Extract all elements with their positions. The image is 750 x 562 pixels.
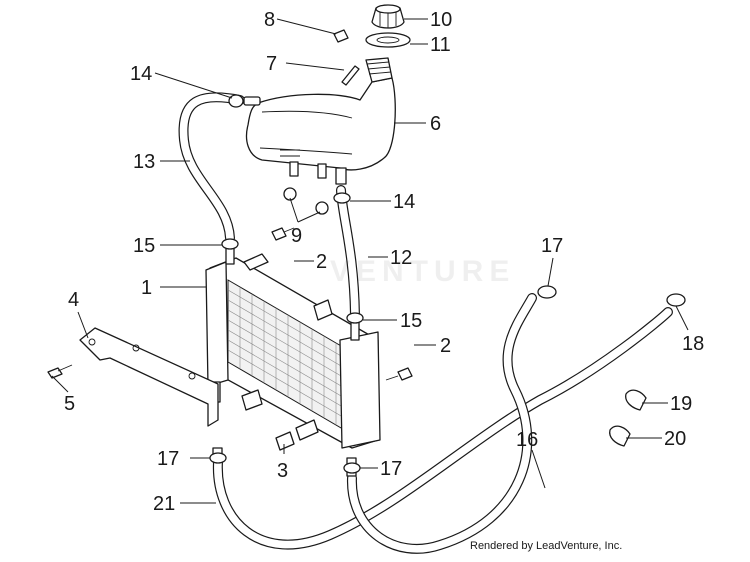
clamp-17b (209, 452, 227, 464)
clamp-15a (221, 238, 239, 250)
clamp-17a (537, 285, 557, 299)
bolt-7 (341, 65, 360, 86)
pad-19 (625, 389, 647, 411)
callout-12: 12 (390, 247, 412, 269)
clamp-9a (283, 187, 297, 201)
credit-text: Rendered by LeadVenture, Inc. (470, 540, 623, 552)
callout-16: 16 (516, 429, 538, 451)
clamp-14b (333, 192, 351, 204)
callout-8: 8 (264, 9, 275, 31)
callout-20: 20 (664, 428, 686, 450)
bolt-2b (397, 367, 413, 381)
clamp-9b (315, 201, 329, 215)
expansion-tank (243, 57, 396, 185)
clamp-18 (666, 293, 686, 307)
callout-14-top: 14 (130, 63, 152, 85)
callout-14-mid: 14 (393, 191, 415, 213)
callout-21: 21 (153, 493, 175, 515)
callout-3: 3 (277, 460, 288, 482)
clamps (209, 94, 686, 474)
callout-13: 13 (133, 151, 155, 173)
cap-assembly (283, 4, 411, 215)
screw-5 (47, 367, 63, 379)
callout-17-bottom: 17 (380, 458, 402, 480)
callout-15-left: 15 (133, 235, 155, 257)
callout-5: 5 (64, 393, 75, 415)
clamp-14a (228, 94, 244, 108)
callout-4: 4 (68, 289, 79, 311)
bolt-2a (271, 227, 287, 241)
callout-2-right: 2 (440, 335, 451, 357)
radiator-core-mesh (227, 287, 349, 425)
callout-15-right: 15 (400, 310, 422, 332)
callout-9: 9 (291, 225, 302, 247)
callout-10: 10 (430, 9, 452, 31)
callout-17-left: 17 (157, 448, 179, 470)
watermark: VENTURE (330, 255, 516, 288)
callout-11: 11 (430, 34, 451, 56)
callout-labels: 10 8 11 7 14 6 13 14 9 15 2 12 17 1 4 15… (64, 9, 704, 515)
callout-7: 7 (266, 53, 277, 75)
seal-11 (365, 32, 411, 48)
callout-6: 6 (430, 113, 441, 135)
callout-19: 19 (670, 393, 692, 415)
pad-20 (609, 425, 631, 447)
bracket-4 (79, 327, 219, 427)
fasteners (47, 227, 413, 451)
leader-lines (51, 18, 689, 504)
callout-17-right: 17 (541, 235, 563, 257)
clip-8 (333, 29, 349, 43)
clamp-17c (343, 462, 361, 474)
clamp-15b (346, 312, 364, 324)
callout-1: 1 (141, 277, 152, 299)
clip-3 (275, 431, 295, 451)
callout-18: 18 (682, 333, 704, 355)
callout-2-top: 2 (316, 251, 327, 273)
radiator (205, 243, 381, 477)
